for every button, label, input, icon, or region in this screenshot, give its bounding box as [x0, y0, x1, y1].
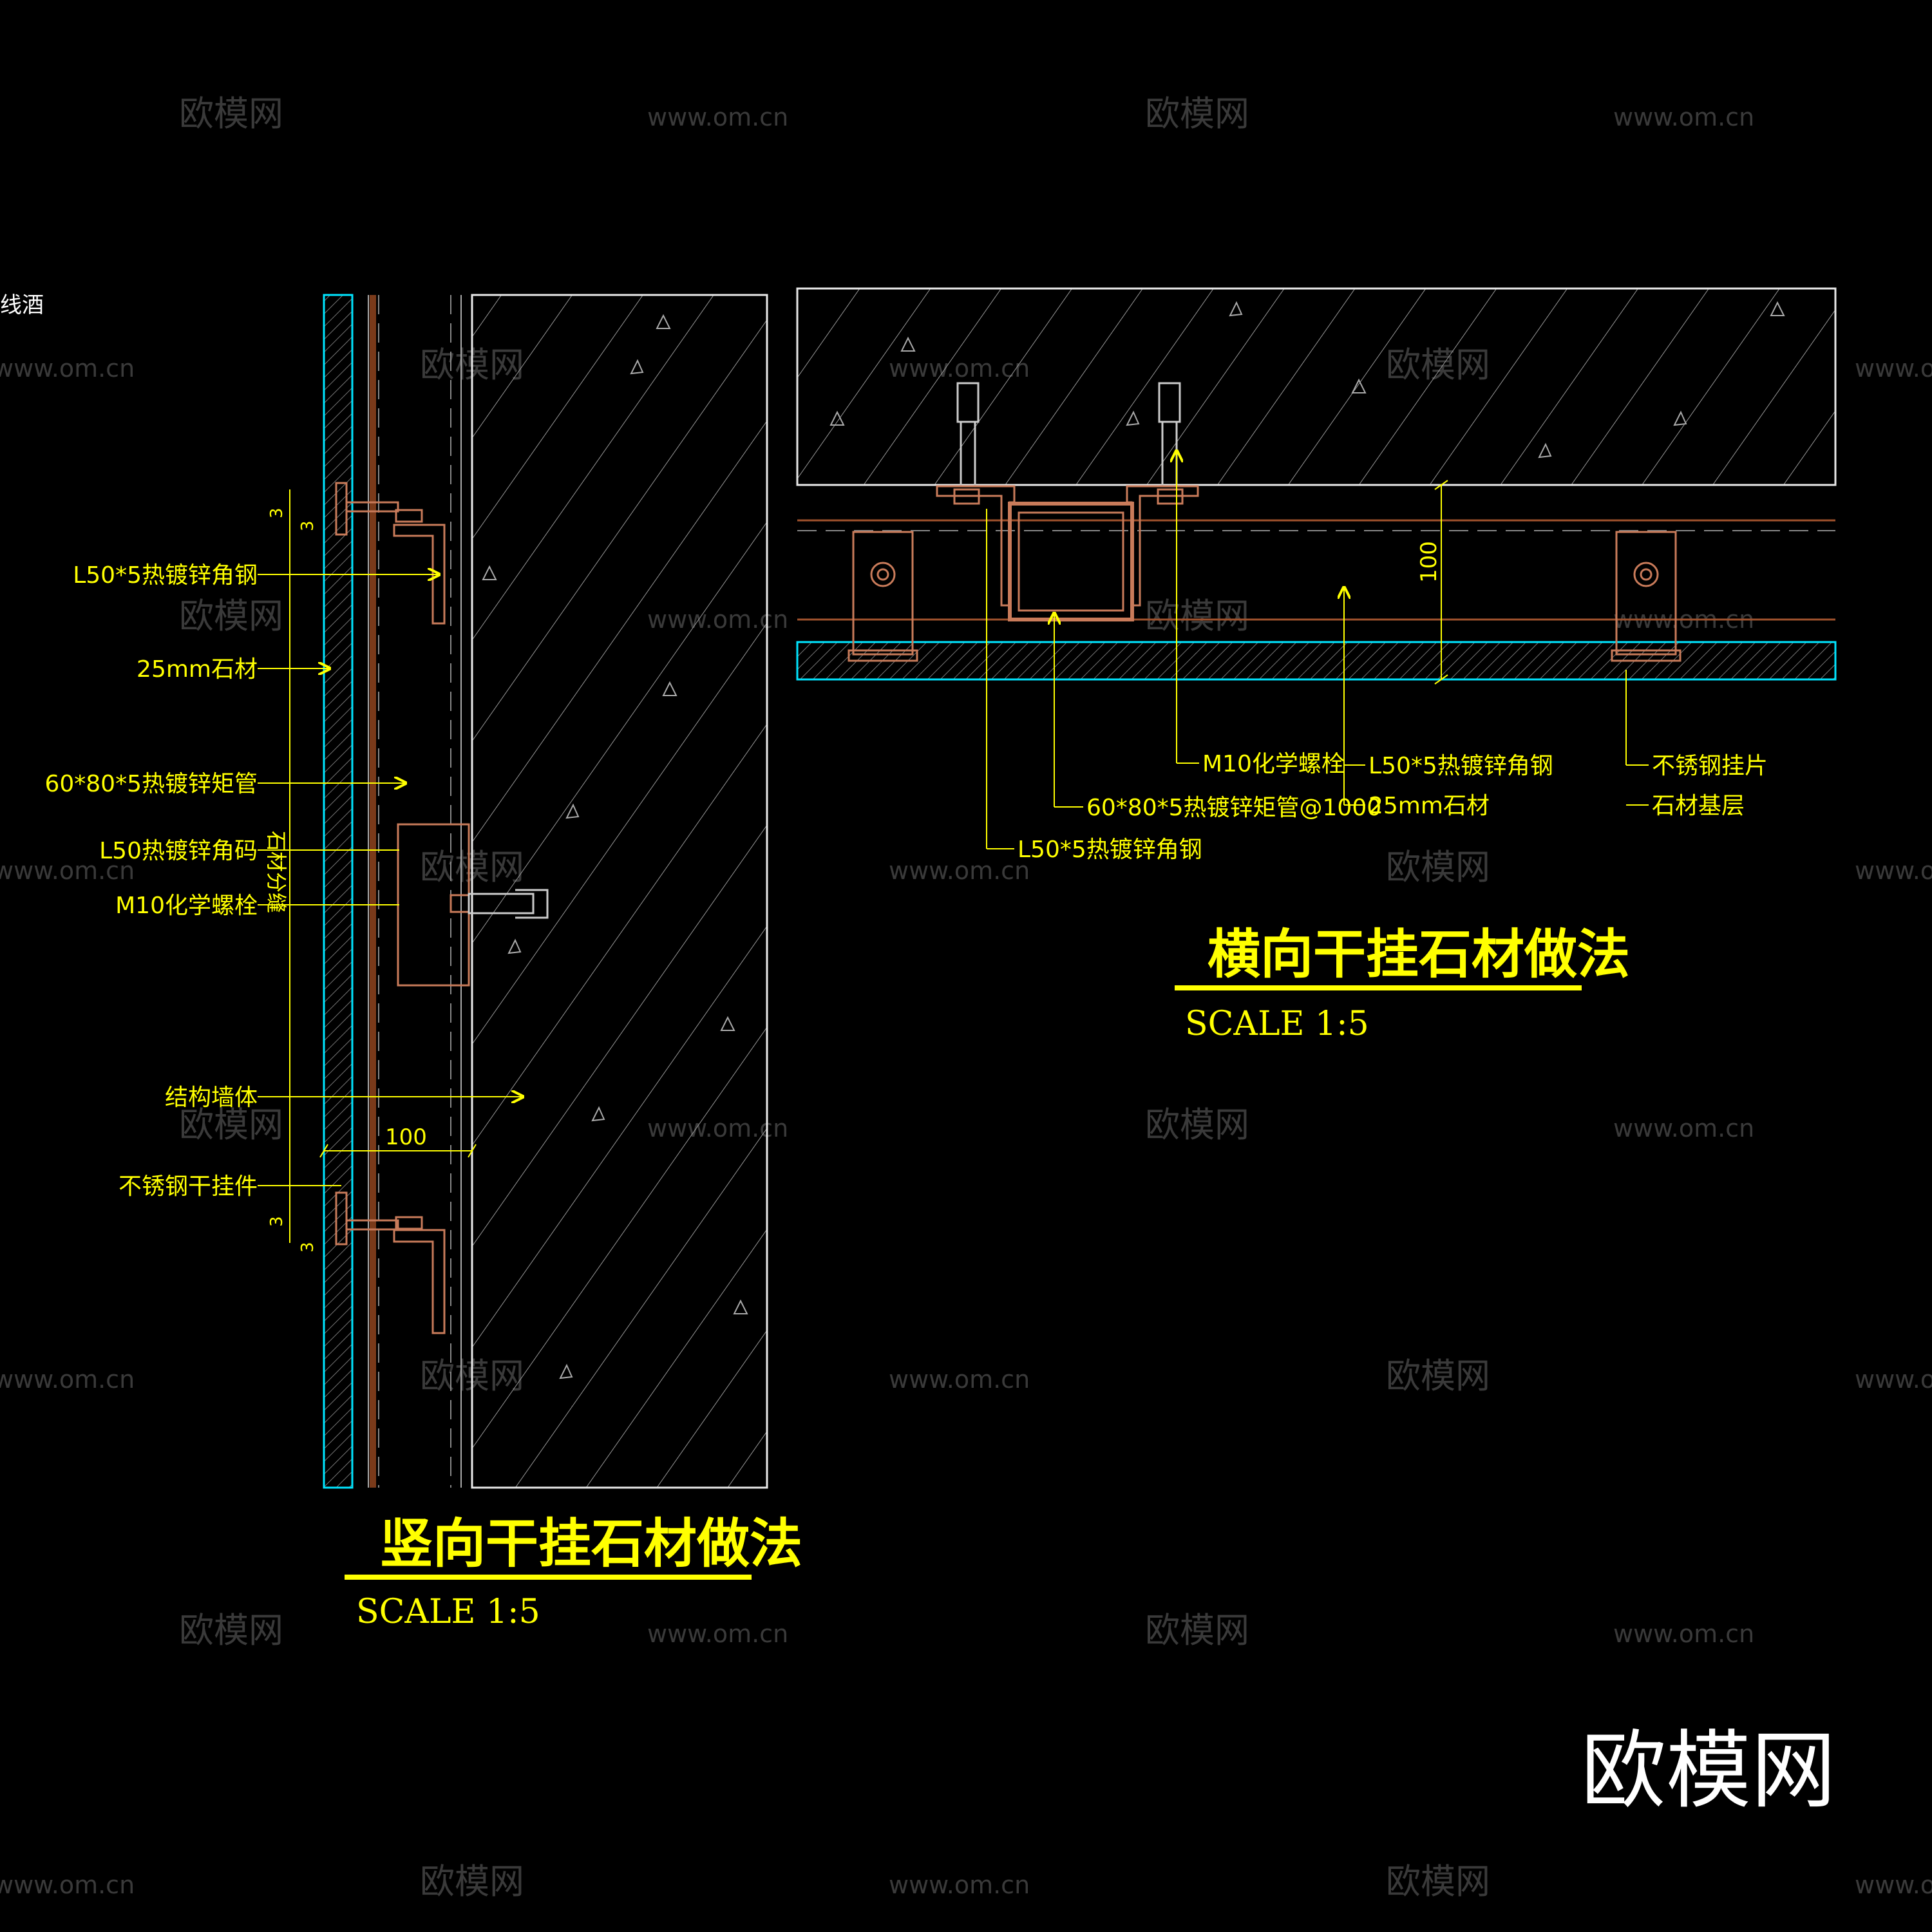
watermark-brand: 欧模网: [179, 596, 283, 636]
brand-logo: 欧模网: [1581, 1721, 1836, 1821]
horizontal-detail: 100 M10化学螺栓 60*80*5热镀锌矩管@1000 L50*5热镀锌角钢…: [796, 287, 1837, 1043]
stone-clips: [848, 531, 1681, 662]
label-angle-clip: L50热镀锌角码: [99, 838, 258, 864]
vertical-leaders: [258, 489, 523, 1243]
watermark-url: www.om.cn: [1613, 1620, 1754, 1648]
joint-dim-bottom-2: 3: [298, 1242, 317, 1253]
joint-dim-bottom: 3: [267, 1216, 287, 1227]
watermark-brand: 欧模网: [1145, 596, 1249, 636]
horizontal-leaders: [986, 451, 1649, 849]
watermark-brand: 欧模网: [1145, 1104, 1249, 1145]
label-h-rect-tube: 60*80*5热镀锌矩管@1000: [1086, 795, 1381, 821]
vertical-title-underline: [345, 1575, 752, 1580]
label-angle-steel: L50*5热镀锌角钢: [73, 562, 258, 589]
rect-tube: [1008, 502, 1134, 621]
label-stone: 25mm石材: [137, 656, 258, 683]
label-h-stone: 25mm石材: [1368, 793, 1490, 819]
label-rect-tube: 60*80*5热镀锌矩管: [44, 771, 258, 797]
stone-joint-label: 石材分缝: [264, 831, 289, 913]
hanger-assembly-top: [335, 482, 446, 625]
structural-slab: [796, 287, 1837, 486]
label-structural-wall: 结构墙体: [165, 1084, 258, 1111]
steel-tube-vertical: [370, 295, 376, 1488]
watermark-url: www.om.cn: [889, 1871, 1030, 1899]
watermark-url: www.om.cn: [1613, 103, 1754, 131]
watermark-url: www.om.cn: [1855, 1365, 1932, 1394]
watermark-url: www.om.cn: [1855, 1871, 1932, 1899]
watermark-brand: 欧模网: [1386, 1356, 1490, 1396]
watermark-brand: 欧模网: [179, 1610, 283, 1651]
watermark-url: www.om.cn: [0, 1871, 135, 1899]
label-h-angle-steel: L50*5热镀锌角钢: [1018, 837, 1202, 863]
watermark-brand: 欧模网: [1145, 1610, 1249, 1651]
vertical-title: 竖向干挂石材做法: [380, 1513, 802, 1575]
watermark-brand: 欧模网: [179, 93, 283, 134]
horizontal-title-underline: [1175, 985, 1582, 990]
horizontal-title: 横向干挂石材做法: [1208, 924, 1630, 985]
label-h-chem-bolt: M10化学螺栓: [1202, 751, 1345, 777]
dim-width-vertical: 100: [385, 1124, 427, 1150]
vertical-detail: 3 3 3 3 100 石材分缝 L50*5热镀锌角钢 25mm石材 60*80…: [44, 294, 802, 1631]
vertical-labels: L50*5热镀锌角钢 25mm石材 60*80*5热镀锌矩管 L50热镀锌角码 …: [44, 562, 258, 1200]
hanger-assembly-bottom: [335, 1191, 446, 1334]
watermark-brand: 欧模网: [179, 1104, 283, 1145]
joint-dim-top-2: 3: [298, 520, 317, 531]
vertical-scale: SCALE 1:5: [356, 1593, 540, 1631]
joint-dim-top: 3: [267, 507, 287, 518]
label-chem-bolt: M10化学螺栓: [115, 893, 258, 919]
label-h-angle-steel-2: L50*5热镀锌角钢: [1368, 753, 1553, 779]
joint-dims: 3 3 3 3: [267, 507, 317, 1253]
watermark-url: www.om.cn: [0, 1365, 135, 1394]
watermark-url: www.om.cn: [1855, 857, 1932, 885]
stone-panel: [323, 294, 354, 1489]
watermark-brand: 欧模网: [1386, 847, 1490, 887]
watermark-url: www.om.cn: [0, 857, 135, 885]
watermark-url: www.om.cn: [889, 1365, 1030, 1394]
watermark-brand: 欧模网: [420, 1861, 524, 1902]
corner-text-fragment: 线酒: [0, 292, 44, 318]
watermark-url: www.om.cn: [0, 354, 135, 383]
structural-wall: [471, 294, 768, 1489]
watermark-url: www.om.cn: [1613, 1114, 1754, 1142]
watermark-url: www.om.cn: [647, 1620, 788, 1648]
watermark-brand: 欧模网: [1145, 93, 1249, 134]
horizontal-scale: SCALE 1:5: [1185, 1005, 1369, 1043]
label-h-stone-base: 石材基层: [1652, 793, 1745, 819]
slab-aggregate-marks: [829, 301, 1785, 459]
anchor-bolt: [450, 889, 549, 919]
watermark-url: www.om.cn: [1855, 354, 1932, 383]
watermark-url: www.om.cn: [647, 103, 788, 131]
label-ss-hanger: 不锈钢干挂件: [118, 1173, 258, 1200]
label-h-ss-clip: 不锈钢挂片: [1652, 753, 1768, 779]
wall-aggregate-marks: [482, 314, 748, 1379]
watermark-brand: 欧模网: [1386, 1861, 1490, 1902]
horizontal-labels: M10化学螺栓 60*80*5热镀锌矩管@1000 L50*5热镀锌角钢 L50…: [1018, 751, 1768, 863]
watermark-url: www.om.cn: [889, 857, 1030, 885]
dim-depth-horizontal: 100: [1416, 541, 1442, 583]
